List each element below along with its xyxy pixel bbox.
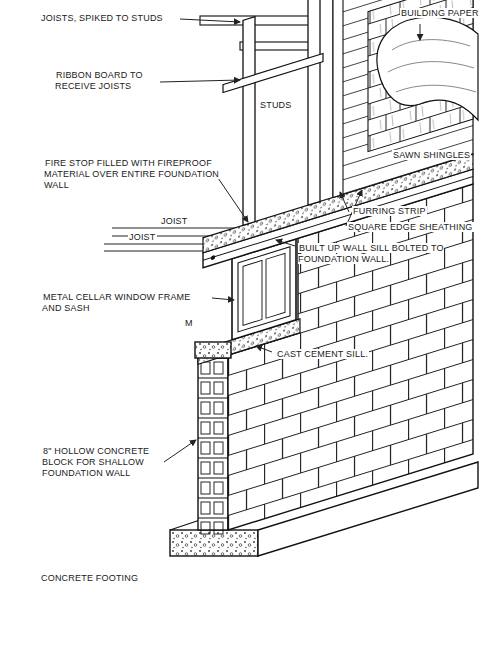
label-text: SAWN SHINGLES [392,150,471,160]
label-text: METAL CELLAR WINDOW FRAME AND SASH [42,292,191,313]
part-label: FURRING STRIP [352,206,452,217]
part-label: STUDS [259,100,304,111]
part-label: METAL CELLAR WINDOW FRAME AND SASH [42,292,212,314]
part-label: FIRE STOP FILLED WITH FIREPROOF MATERIAL… [44,158,220,191]
label-text: 8" HOLLOW CONCRETE BLOCK FOR SHALLOW FOU… [42,446,149,478]
part-label: SAWN SHINGLES [392,150,472,161]
part-label: JOIST [160,216,200,227]
label-text: FURRING STRIP [352,206,427,216]
label-text: FIRE STOP FILLED WITH FIREPROOF MATERIAL… [44,158,219,190]
label-text: STUDS [259,100,293,110]
label-text: CONCRETE FOOTING [40,573,139,583]
part-label: RIBBON BOARD TO RECEIVE JOISTS [55,70,160,92]
part-label: SQUARE EDGE SHEATHING [347,222,477,233]
label-text: CAST CEMENT SILL. [276,349,369,359]
label-text: JOIST [160,216,189,226]
part-label: 8" HOLLOW CONCRETE BLOCK FOR SHALLOW FOU… [42,446,164,479]
block-end-face [198,358,228,534]
part-label: BUILT UP WALL SILL BOLTED TO FOUNDATION … [298,243,488,265]
part-label: M [184,318,204,329]
part-label: JOIST [128,232,168,243]
label-text: SQUARE EDGE SHEATHING [347,222,474,232]
part-label: JOISTS, SPIKED TO STUDS [40,13,180,24]
label-text: JOIST [128,232,157,242]
part-label: CAST CEMENT SILL. [276,349,386,360]
part-label: CONCRETE FOOTING [40,573,210,584]
label-text: JOISTS, SPIKED TO STUDS [40,13,164,23]
label-text: BUILT UP WALL SILL BOLTED TO FOUNDATION … [298,243,444,264]
part-label: BUILDING PAPER [400,8,495,19]
label-text: M [184,318,194,328]
label-text: BUILDING PAPER [400,8,480,18]
label-text: RIBBON BOARD TO RECEIVE JOISTS [55,70,143,91]
